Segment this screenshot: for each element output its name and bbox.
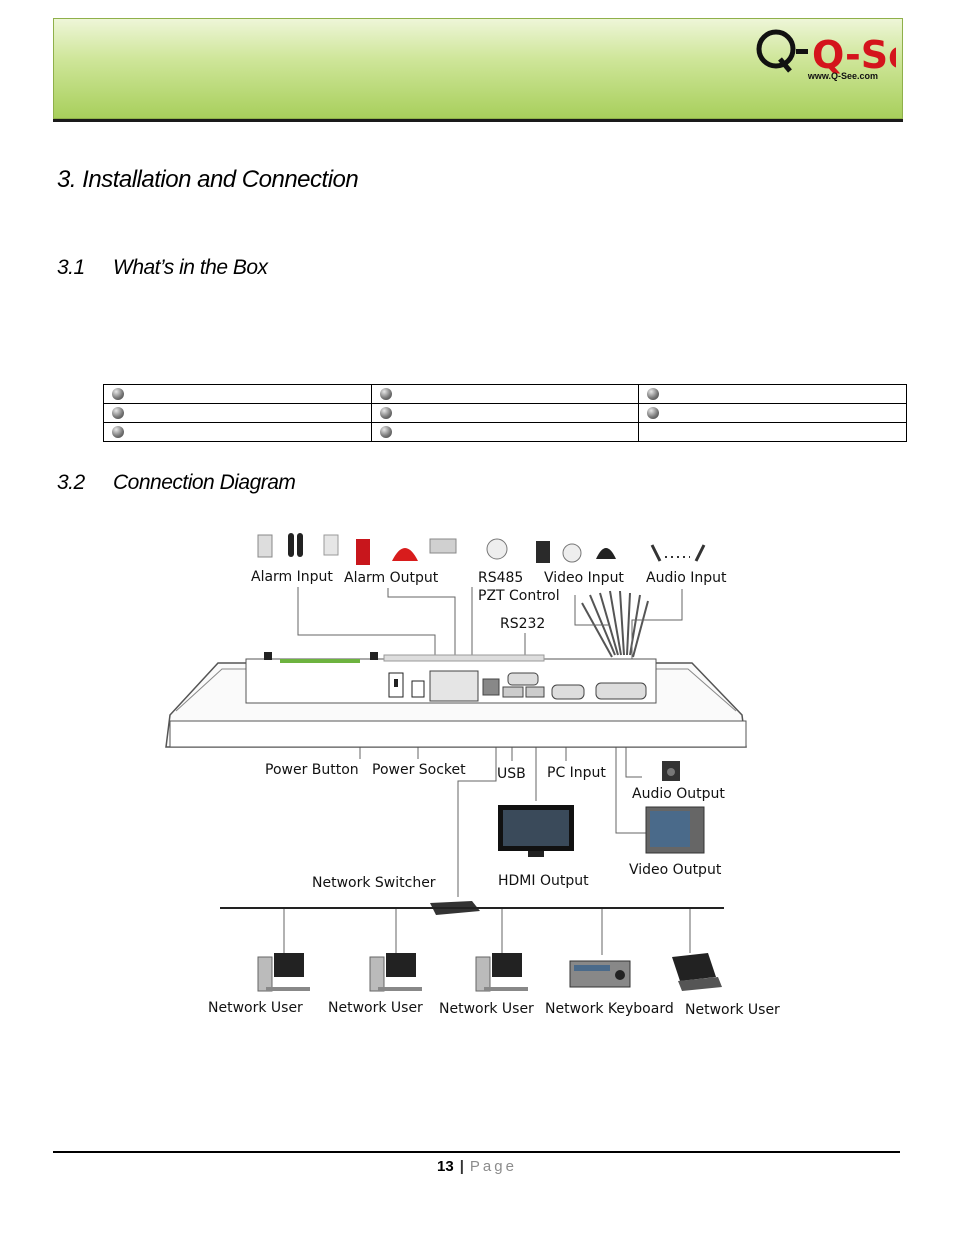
box-contents-table (103, 384, 907, 442)
table-cell (103, 403, 372, 423)
footer-separator: | (459, 1158, 464, 1175)
subsection-title: What’s in the Box (113, 256, 268, 279)
network-keyboard-icon (569, 960, 631, 988)
table-row (103, 422, 907, 442)
table-row (103, 403, 907, 423)
computer-icon (369, 953, 422, 992)
alarm-input-devices-icon (257, 533, 339, 558)
label-network-user: Network User (685, 1002, 780, 1018)
bullet-icon (379, 406, 392, 419)
microphone-icon (650, 544, 706, 562)
bullet-icon (112, 406, 124, 419)
label-video-input: Video Input (544, 570, 624, 586)
connection-diagram: Alarm Input Alarm Output RS485 PZT Contr… (165, 533, 780, 1018)
bullet-icon (647, 406, 660, 419)
label-power-button: Power Button (265, 762, 359, 778)
table-cell (370, 403, 640, 423)
table-cell (638, 403, 907, 423)
header-banner: Q-See www.Q-See.com (53, 18, 903, 119)
page-footer: 13 | Page (0, 1158, 954, 1175)
speaker-icon (662, 761, 680, 781)
label-network-user: Network User (208, 1000, 303, 1016)
label-network-switcher: Network Switcher (312, 875, 436, 891)
page-label: Page (469, 1158, 517, 1175)
q-see-logo: Q-See (756, 29, 896, 77)
cable-bundle-icon (581, 590, 649, 658)
label-audio-output: Audio Output (632, 786, 725, 802)
label-pzt-control: PZT Control (478, 588, 560, 604)
table-cell (103, 384, 372, 404)
dvr-back-panel (165, 652, 747, 748)
logo-url: www.Q-See.com (807, 71, 878, 81)
subsection-heading-3-2: 3.2 Connection Diagram (57, 471, 296, 495)
logo-wordmark: Q-See (812, 33, 896, 77)
computer-icon (257, 953, 310, 992)
table-cell (370, 422, 640, 442)
bullet-icon (379, 425, 392, 438)
laptop-icon (672, 953, 722, 991)
hdmi-tv-icon (498, 805, 574, 857)
page-number: 13 (437, 1158, 454, 1175)
label-rs232: RS232 (500, 616, 545, 632)
label-network-keyboard: Network Keyboard (545, 1001, 674, 1017)
video-cameras-icon (536, 541, 616, 563)
ptz-camera-icon (486, 538, 508, 560)
label-alarm-output: Alarm Output (344, 570, 439, 586)
bullet-icon (647, 387, 660, 400)
computer-icon (475, 953, 528, 992)
alarm-output-devices-icon (356, 538, 457, 565)
label-alarm-input: Alarm Input (251, 569, 333, 585)
video-monitor-icon (645, 806, 705, 854)
subsection-heading-3-1: 3.1 What’s in the Box (57, 256, 268, 280)
label-power-socket: Power Socket (372, 762, 466, 778)
label-audio-input: Audio Input (646, 570, 727, 586)
subsection-title: Connection Diagram (113, 471, 296, 494)
bullet-icon (112, 387, 124, 400)
label-rs485: RS485 (478, 570, 523, 586)
table-cell (103, 422, 372, 442)
label-network-user: Network User (439, 1001, 534, 1017)
label-network-user: Network User (328, 1000, 423, 1016)
label-video-output: Video Output (629, 862, 722, 878)
table-cell (370, 384, 640, 404)
footer-rule (53, 1151, 900, 1153)
bullet-icon (379, 387, 392, 400)
subsection-number: 3.2 (57, 471, 85, 494)
bullet-icon (112, 425, 124, 438)
label-hdmi-output: HDMI Output (498, 873, 589, 889)
table-cell (638, 384, 907, 404)
section-title: 3. Installation and Connection (57, 166, 359, 193)
table-row (103, 384, 907, 404)
subsection-number: 3.1 (57, 256, 85, 279)
header-rule (53, 119, 903, 122)
label-usb: USB (497, 766, 526, 782)
label-pc-input: PC Input (547, 765, 606, 781)
table-cell (638, 422, 907, 442)
